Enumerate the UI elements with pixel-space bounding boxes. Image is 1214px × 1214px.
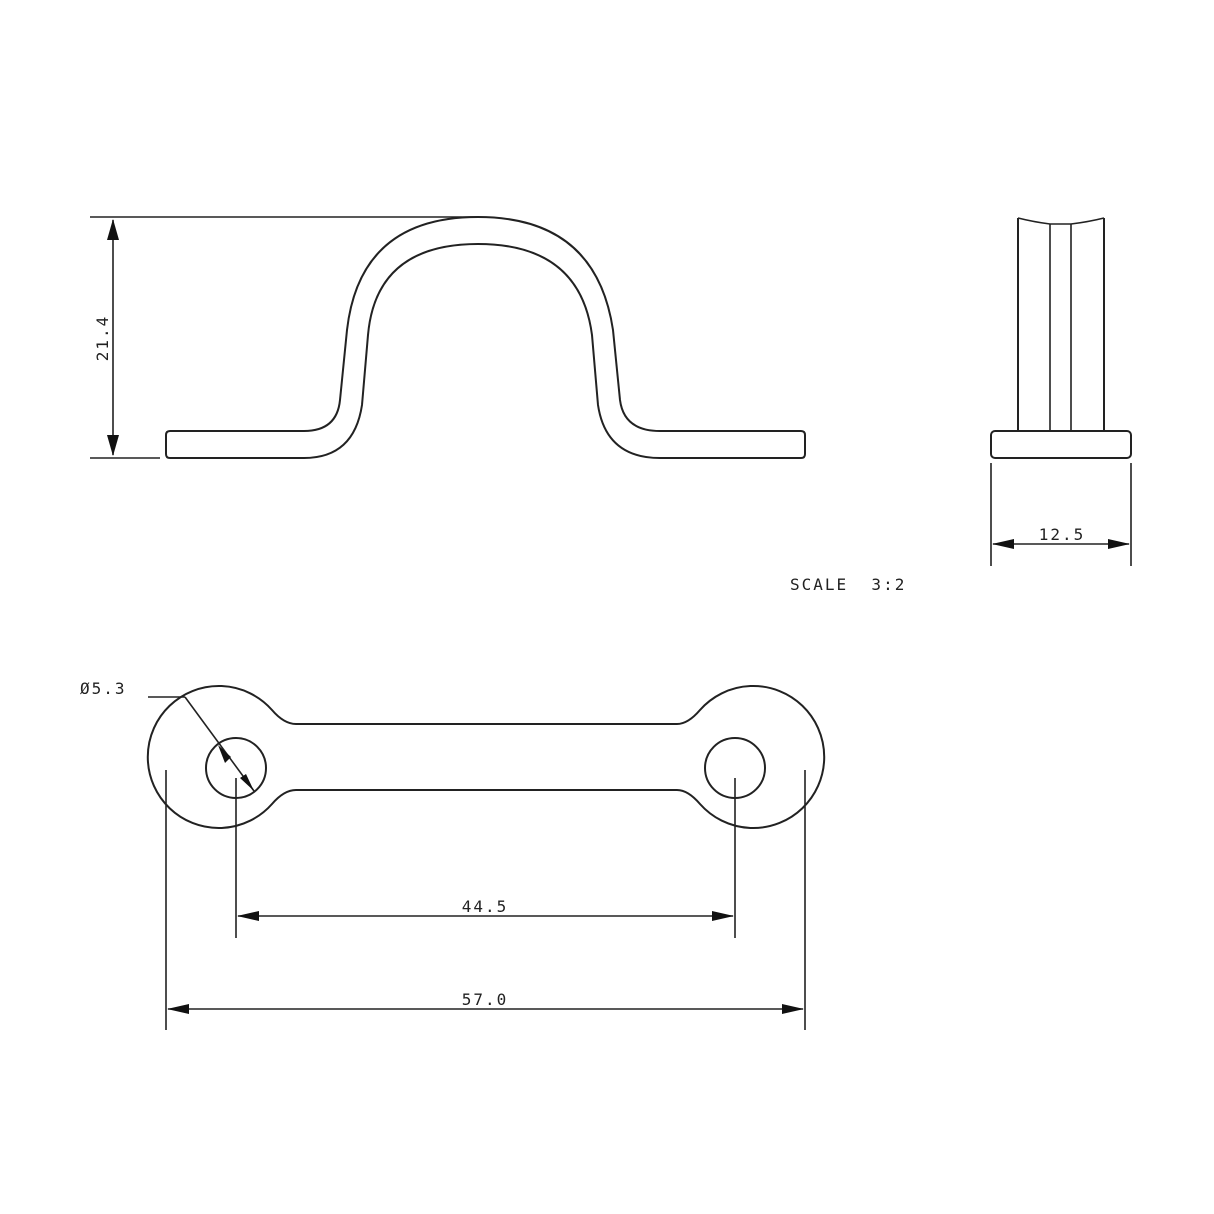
- arrow-right-icon: [782, 1004, 804, 1014]
- arrow-right-icon: [712, 911, 734, 921]
- hole-diameter-text: Ø5.3: [80, 679, 127, 698]
- bracket-profile-outer: [165, 215, 806, 459]
- arrow-left-icon: [237, 911, 259, 921]
- side-view: 12.5: [990, 217, 1132, 566]
- height-dimension-text: 21.4: [93, 315, 112, 362]
- arrow-down-icon: [107, 435, 119, 456]
- arrow-left-icon: [167, 1004, 189, 1014]
- side-base: [990, 430, 1132, 459]
- overall-length-text: 57.0: [462, 990, 509, 1009]
- plate-outline: [146, 685, 826, 829]
- diameter-arrow-icon: [218, 745, 231, 763]
- arrow-up-icon: [107, 219, 119, 240]
- diameter-leader-diagonal: [184, 696, 255, 792]
- hole-spacing-text: 44.5: [462, 897, 509, 916]
- scale-label: SCALE 3:2: [790, 575, 906, 594]
- arrow-left-icon: [992, 539, 1014, 549]
- front-view: 21.4: [90, 215, 806, 459]
- top-view: Ø5.3 44.5 57.0: [80, 679, 826, 1030]
- diameter-arrow-icon: [240, 774, 254, 791]
- width-dimension-text: 12.5: [1039, 525, 1086, 544]
- side-top-curve: [1017, 217, 1105, 225]
- arrow-right-icon: [1108, 539, 1130, 549]
